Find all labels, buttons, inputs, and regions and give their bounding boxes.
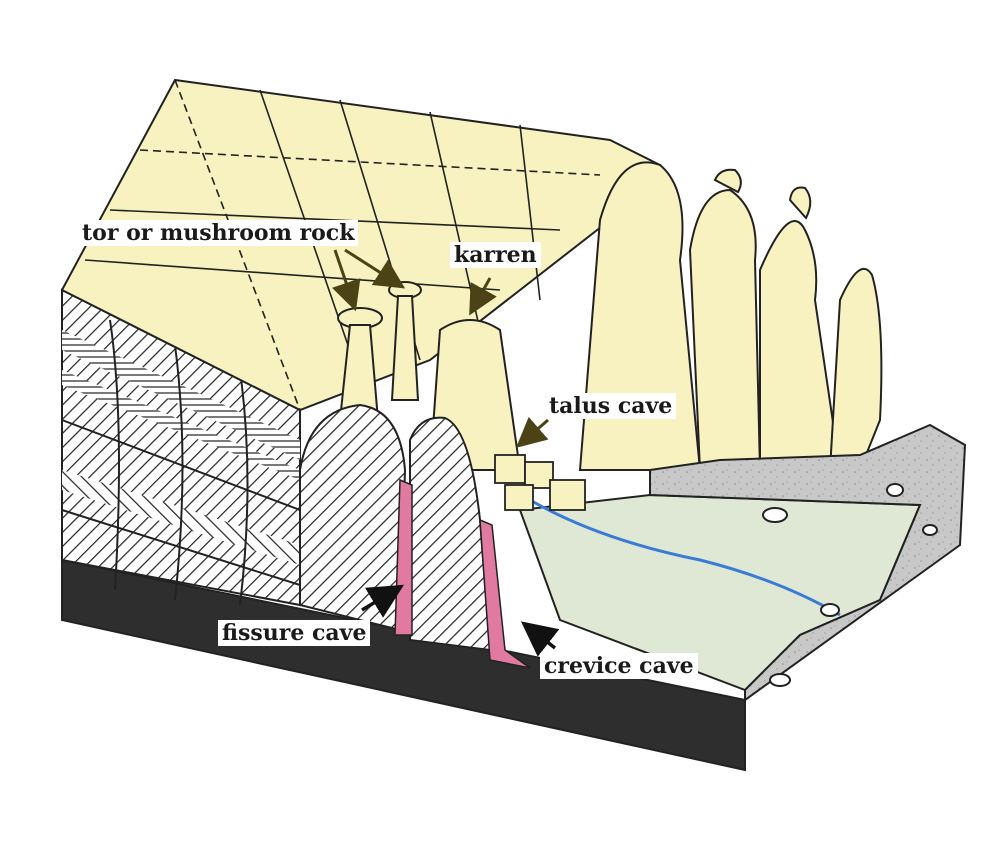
scree-slope — [649, 423, 967, 702]
talus-blocks — [494, 454, 586, 511]
label-talus-cave: talus cave — [545, 393, 677, 419]
arrow-tor-1 — [332, 249, 361, 312]
label-tor-or-mushroom-rock: tor or mushroom rock — [78, 220, 359, 246]
label-karren: karren — [450, 242, 541, 268]
grike-columns — [109, 319, 249, 606]
arrow-crevice — [520, 621, 560, 657]
arrow-fissure — [361, 584, 405, 618]
bedrock-base — [61, 558, 746, 772]
crevice-cave-fill — [479, 518, 531, 669]
scree-boulders — [762, 483, 938, 687]
hatched-rock-blocks — [299, 403, 492, 652]
label-arrows — [332, 248, 560, 657]
arrow-tor-2 — [344, 248, 406, 289]
label-fissure-cave: fissure cave — [218, 620, 371, 646]
label-crevice-cave: crevice cave — [540, 653, 698, 679]
mushroom-rocks — [337, 281, 422, 421]
arrow-talus — [515, 416, 549, 448]
stream — [529, 498, 841, 617]
arrow-karren — [469, 277, 497, 316]
